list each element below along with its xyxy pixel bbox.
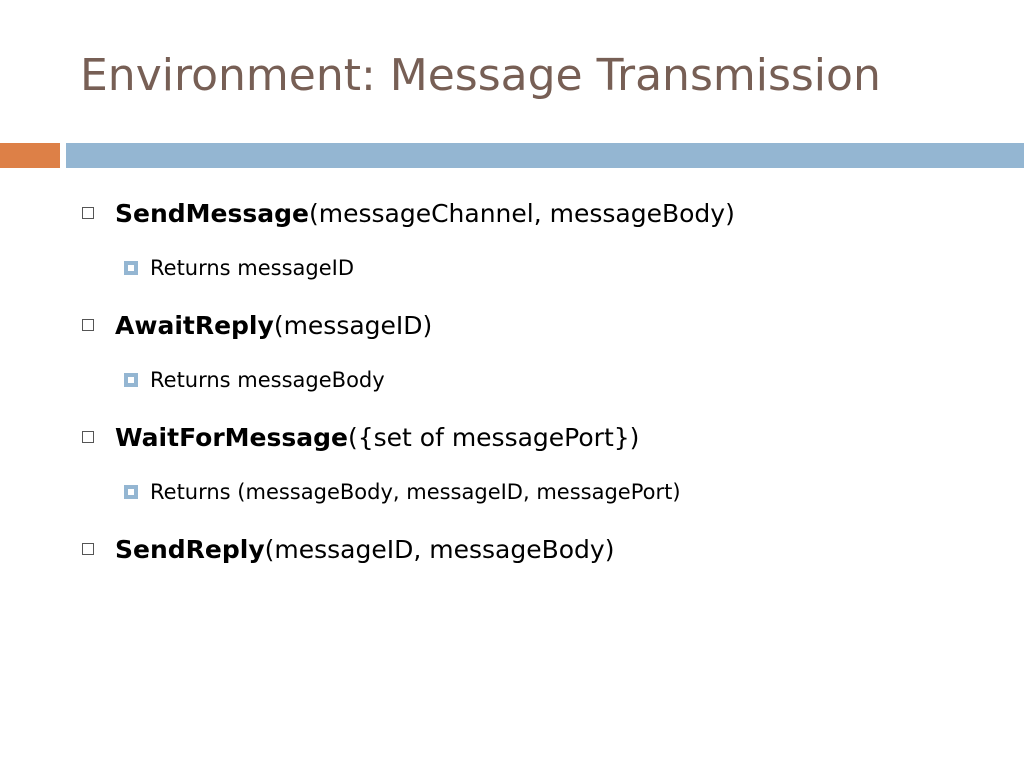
sub-bullet-item: Returns messageID bbox=[124, 254, 354, 282]
title-divider-bar bbox=[66, 143, 1024, 168]
sub-bullet-text: Returns messageBody bbox=[150, 368, 385, 392]
function-name: SendReply bbox=[115, 534, 265, 564]
bullet-text: SendReply(messageID, messageBody) bbox=[115, 535, 614, 564]
sub-bullet-text: Returns (messageBody, messageID, message… bbox=[150, 480, 681, 504]
sub-bullet-item: Returns (messageBody, messageID, message… bbox=[124, 478, 681, 506]
bullet-text: WaitForMessage({set of messagePort}) bbox=[115, 423, 639, 452]
hollow-square-bullet-icon bbox=[82, 431, 94, 443]
hollow-square-bullet-icon bbox=[82, 543, 94, 555]
bullet-text: AwaitReply(messageID) bbox=[115, 311, 432, 340]
bullet-item: SendMessage(messageChannel, messageBody) bbox=[82, 196, 735, 230]
function-args: (messageChannel, messageBody) bbox=[308, 198, 735, 228]
bullet-item: AwaitReply(messageID) bbox=[82, 308, 432, 342]
slide-title: Environment: Message Transmission bbox=[80, 50, 881, 101]
sub-bullet-text: Returns messageID bbox=[150, 256, 355, 280]
function-name: SendMessage bbox=[115, 198, 309, 228]
title-accent-bar bbox=[0, 143, 60, 168]
bullet-text: SendMessage(messageChannel, messageBody) bbox=[115, 199, 735, 228]
function-name: AwaitReply bbox=[115, 310, 274, 340]
function-args: ({set of messagePort}) bbox=[347, 422, 640, 452]
bullet-item: WaitForMessage({set of messagePort}) bbox=[82, 420, 639, 454]
filled-square-bullet-icon bbox=[124, 485, 138, 499]
hollow-square-bullet-icon bbox=[82, 207, 94, 219]
sub-bullet-item: Returns messageBody bbox=[124, 366, 385, 394]
function-name: WaitForMessage bbox=[115, 422, 348, 452]
filled-square-bullet-icon bbox=[124, 261, 138, 275]
hollow-square-bullet-icon bbox=[82, 319, 94, 331]
filled-square-bullet-icon bbox=[124, 373, 138, 387]
function-args: (messageID) bbox=[273, 310, 433, 340]
bullet-item: SendReply(messageID, messageBody) bbox=[82, 532, 614, 566]
function-args: (messageID, messageBody) bbox=[264, 534, 615, 564]
